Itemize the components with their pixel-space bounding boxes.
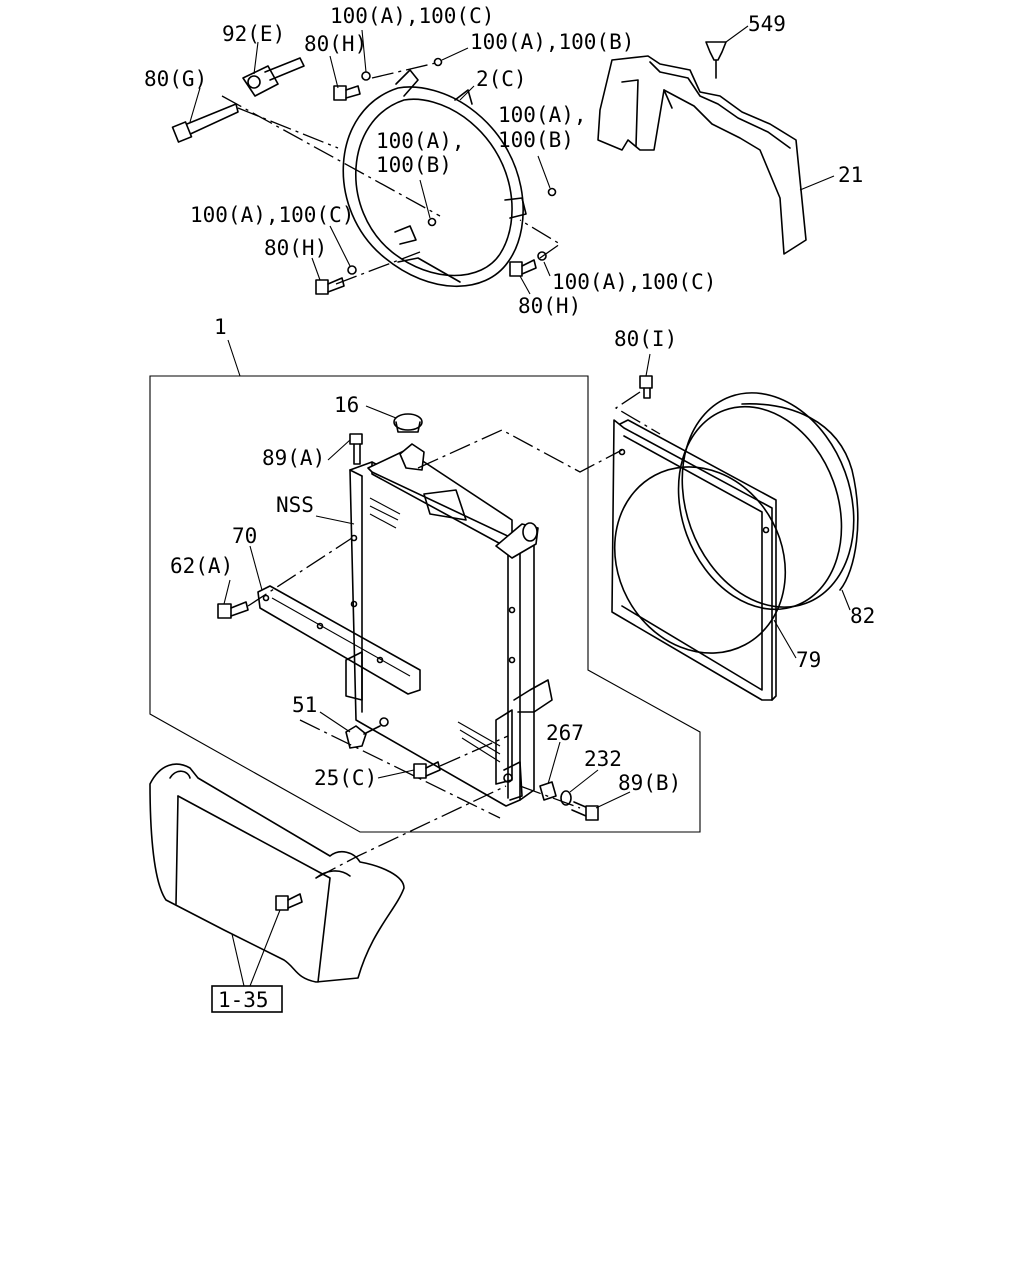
bolt-89b-part [571,801,599,821]
label-80h-top: 80(H) [304,32,367,56]
bolt-80h-left-part [315,277,345,295]
label-79: 79 [796,648,821,672]
clip-549-part [705,41,727,79]
label-100ab-right-line2: 100(B) [498,128,574,152]
mount-rubber-267-part [539,781,557,801]
guide-line [439,735,509,767]
label-100ab-top: 100(A),100(B) [470,30,634,54]
label-92e: 92(E) [222,22,285,46]
guide-line [614,391,661,435]
label-232: 232 [584,747,622,771]
bolt-80g-part [171,103,239,143]
guide-line [371,61,441,79]
guide-line [519,785,581,809]
guide-line [247,537,353,607]
intercooler-part [149,763,405,983]
label-100ab-mid-line1: 100(A), [376,129,465,153]
bolt-80h-top-part [333,71,371,101]
label-70: 70 [232,524,257,548]
radiator-cap-16-part [393,413,423,433]
label-62a: 62(A) [170,554,233,578]
label-25c: 25(C) [314,766,377,790]
label-100ac-left: 100(A),100(C) [190,203,354,227]
label-100ab-mid-line2: 100(B) [376,153,452,177]
bolt-62a-part [217,601,249,619]
radiator-core-part [345,443,553,807]
label-1: 1 [214,315,227,339]
label-80g: 80(G) [144,67,207,91]
label-80i: 80(I) [614,327,677,351]
drain-cock-51-part [345,717,389,749]
clip-100-top-part [347,57,557,275]
leader-lines [189,25,851,987]
label-80h-right: 80(H) [518,294,581,318]
label-100ab-right-line1: 100(A), [498,103,587,127]
reference-box-1-35[interactable]: 1-35 [211,985,283,1013]
fan-shroud-ring-part [342,69,527,288]
label-2c: 2(C) [476,67,527,91]
label-267: 267 [546,721,584,745]
label-80h-left: 80(H) [264,236,327,260]
guide-line [335,251,421,285]
reference-label-1-35: 1-35 [218,988,269,1012]
bolt-25c-part [413,761,441,779]
label-51: 51 [292,693,317,717]
fan-shroud-79-part [611,419,787,701]
label-89a: 89(A) [262,446,325,470]
guide-line [417,429,623,473]
label-82: 82 [850,604,875,628]
washer-232-part [560,790,572,806]
label-100ac-right: 100(A),100(C) [552,270,716,294]
bracket-92e-part [242,57,305,97]
label-100ac-top: 100(A),100(C) [330,4,494,28]
label-89b: 89(B) [618,771,681,795]
shroud-ring-82-part [677,392,859,611]
guide-line [299,719,501,819]
label-nss: NSS [276,493,314,517]
guide-line [237,107,339,149]
label-549: 549 [748,12,786,36]
assembly-1-boundary [149,375,701,833]
stay-bar-70-part [257,585,421,695]
bolt-89a-part [349,433,363,465]
bolt-80i-part [639,375,653,399]
label-16: 16 [334,393,359,417]
label-21: 21 [838,163,863,187]
guide-line [519,219,562,259]
bolt-80h-right-part [509,259,537,277]
shroud-seal-21-part [597,55,807,255]
